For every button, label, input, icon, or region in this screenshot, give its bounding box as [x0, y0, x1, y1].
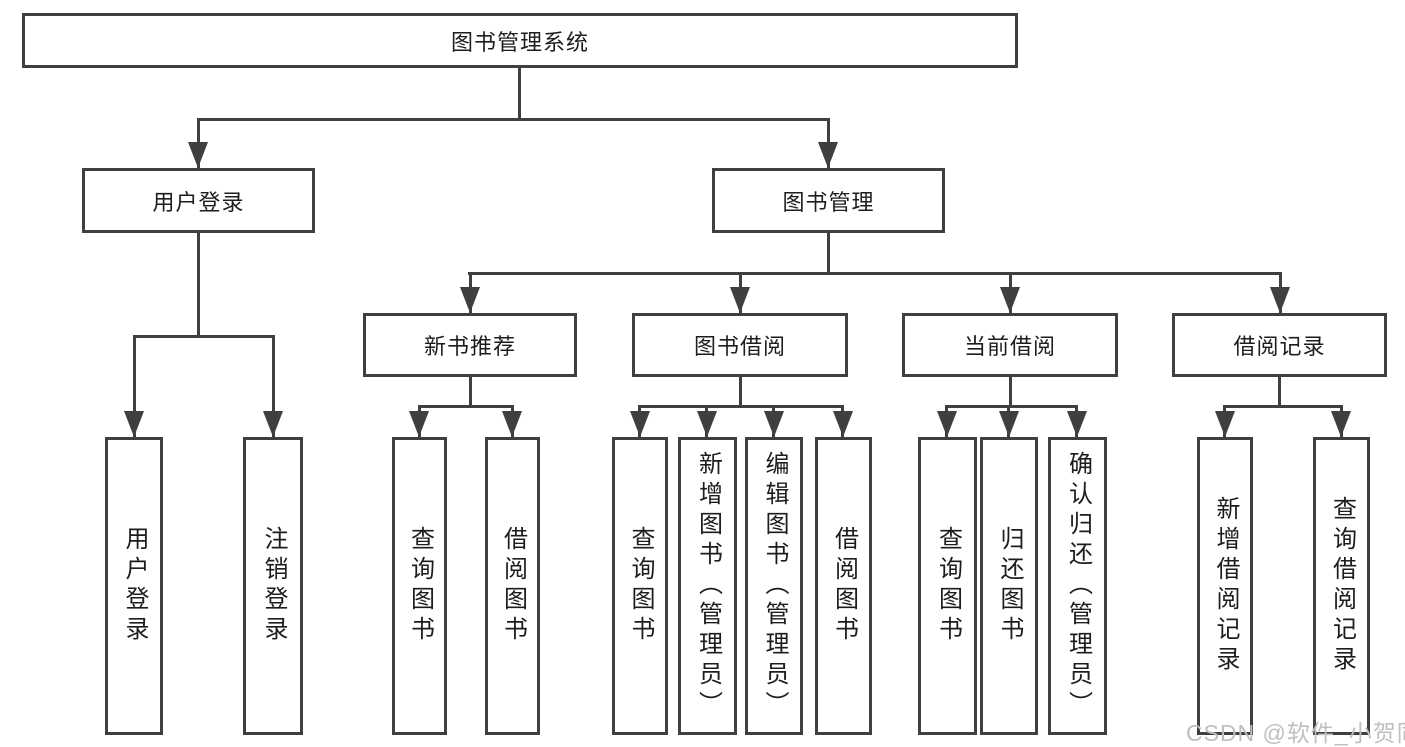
- leaf-label: 查询借阅记录: [1328, 496, 1356, 676]
- node-label: 用户登录: [152, 189, 245, 215]
- leaf-label: 查询图书: [406, 526, 434, 646]
- leaf-records-add: 新增借阅记录: [1197, 437, 1253, 735]
- leaf-label: 查询图书: [934, 526, 962, 646]
- node-library-system: 图书管理系统: [22, 13, 1018, 68]
- node-label: 图书管理系统: [450, 29, 589, 55]
- leaf-newbook-query: 查询图书: [392, 437, 447, 735]
- edge-root-stem: [518, 68, 521, 118]
- node-book-borrow: 图书借阅: [632, 313, 848, 377]
- leaf-label: 查询图书: [627, 526, 654, 646]
- node-label: 当前借阅: [963, 334, 1056, 359]
- arrow-down-icon: [1331, 411, 1351, 437]
- arrow-down-icon: [630, 411, 650, 437]
- edge-root-horizontal: [197, 118, 830, 121]
- leaf-label: 新增借阅记录: [1212, 496, 1239, 676]
- edge-user-login-stem: [197, 233, 200, 335]
- edge-current-borrow-stem: [1009, 377, 1012, 405]
- node-user-login: 用户登录: [82, 168, 315, 233]
- leaf-borrow-query: 查询图书: [612, 437, 668, 735]
- edge-new-book-stem: [469, 377, 472, 405]
- leaf-label: 新增图书（管理员）: [694, 451, 722, 721]
- leaf-label: 借阅图书: [499, 526, 527, 646]
- node-new-book: 新书推荐: [363, 313, 577, 377]
- arrow-down-icon: [460, 287, 480, 313]
- edge-book-mgmt-stem: [827, 233, 830, 272]
- arrow-down-icon: [502, 411, 522, 437]
- leaf-records-query: 查询借阅记录: [1313, 437, 1370, 735]
- node-label: 图书借阅: [693, 334, 786, 359]
- arrow-down-icon: [1067, 411, 1087, 437]
- node-label: 借阅记录: [1233, 334, 1326, 359]
- edge-to-leaf-logout: [272, 335, 275, 437]
- leaf-newbook-borrow: 借阅图书: [485, 437, 540, 735]
- node-current-borrow: 当前借阅: [902, 313, 1118, 377]
- node-label: 图书管理: [782, 189, 875, 215]
- arrow-down-icon: [263, 411, 283, 437]
- leaf-label: 注销登录: [260, 526, 287, 646]
- arrow-down-icon: [1215, 411, 1235, 437]
- arrow-down-icon: [818, 142, 838, 168]
- arrow-down-icon: [730, 287, 750, 313]
- arrow-down-icon: [124, 411, 144, 437]
- leaf-current-return: 归还图书: [980, 437, 1038, 735]
- edge-current-borrow-horizontal: [945, 405, 1078, 408]
- leaf-logout: 注销登录: [243, 437, 303, 735]
- edge-borrow-records-stem: [1278, 377, 1281, 405]
- edge-borrow-records-horizontal: [1223, 405, 1342, 408]
- node-borrow-records: 借阅记录: [1172, 313, 1387, 377]
- edge-to-leaf-user-login: [133, 335, 136, 437]
- arrow-down-icon: [764, 411, 784, 437]
- node-label: 新书推荐: [423, 334, 516, 359]
- leaf-borrow-edit: 编辑图书（管理员）: [745, 437, 803, 735]
- leaf-label: 编辑图书（管理员）: [761, 451, 788, 721]
- leaf-borrow-add: 新增图书（管理员）: [678, 437, 737, 735]
- leaf-current-confirm: 确认归还（管理员）: [1048, 437, 1107, 735]
- arrow-down-icon: [1270, 287, 1290, 313]
- arrow-down-icon: [999, 411, 1019, 437]
- arrow-down-icon: [1000, 287, 1020, 313]
- arrow-down-icon: [697, 411, 717, 437]
- arrow-down-icon: [937, 411, 957, 437]
- leaf-label: 借阅图书: [830, 526, 858, 646]
- node-book-mgmt: 图书管理: [712, 168, 945, 233]
- arrow-down-icon: [409, 411, 429, 437]
- leaf-borrow-borrow: 借阅图书: [815, 437, 872, 735]
- edge-book-mgmt-horizontal: [468, 272, 1281, 275]
- edge-new-book-horizontal: [418, 405, 513, 408]
- leaf-label: 归还图书: [996, 526, 1023, 646]
- leaf-label: 用户登录: [121, 526, 148, 646]
- leaf-label: 确认归还（管理员）: [1064, 451, 1092, 721]
- arrow-down-icon: [833, 411, 853, 437]
- edge-book-borrow-stem: [739, 377, 742, 405]
- arrow-down-icon: [188, 142, 208, 168]
- leaf-current-query: 查询图书: [918, 437, 977, 735]
- leaf-user-login: 用户登录: [105, 437, 163, 735]
- edge-book-borrow-horizontal: [638, 405, 844, 408]
- csdn-watermark: CSDN @软件_小贺同学: [1186, 720, 1405, 746]
- edge-user-login-horizontal: [133, 335, 275, 338]
